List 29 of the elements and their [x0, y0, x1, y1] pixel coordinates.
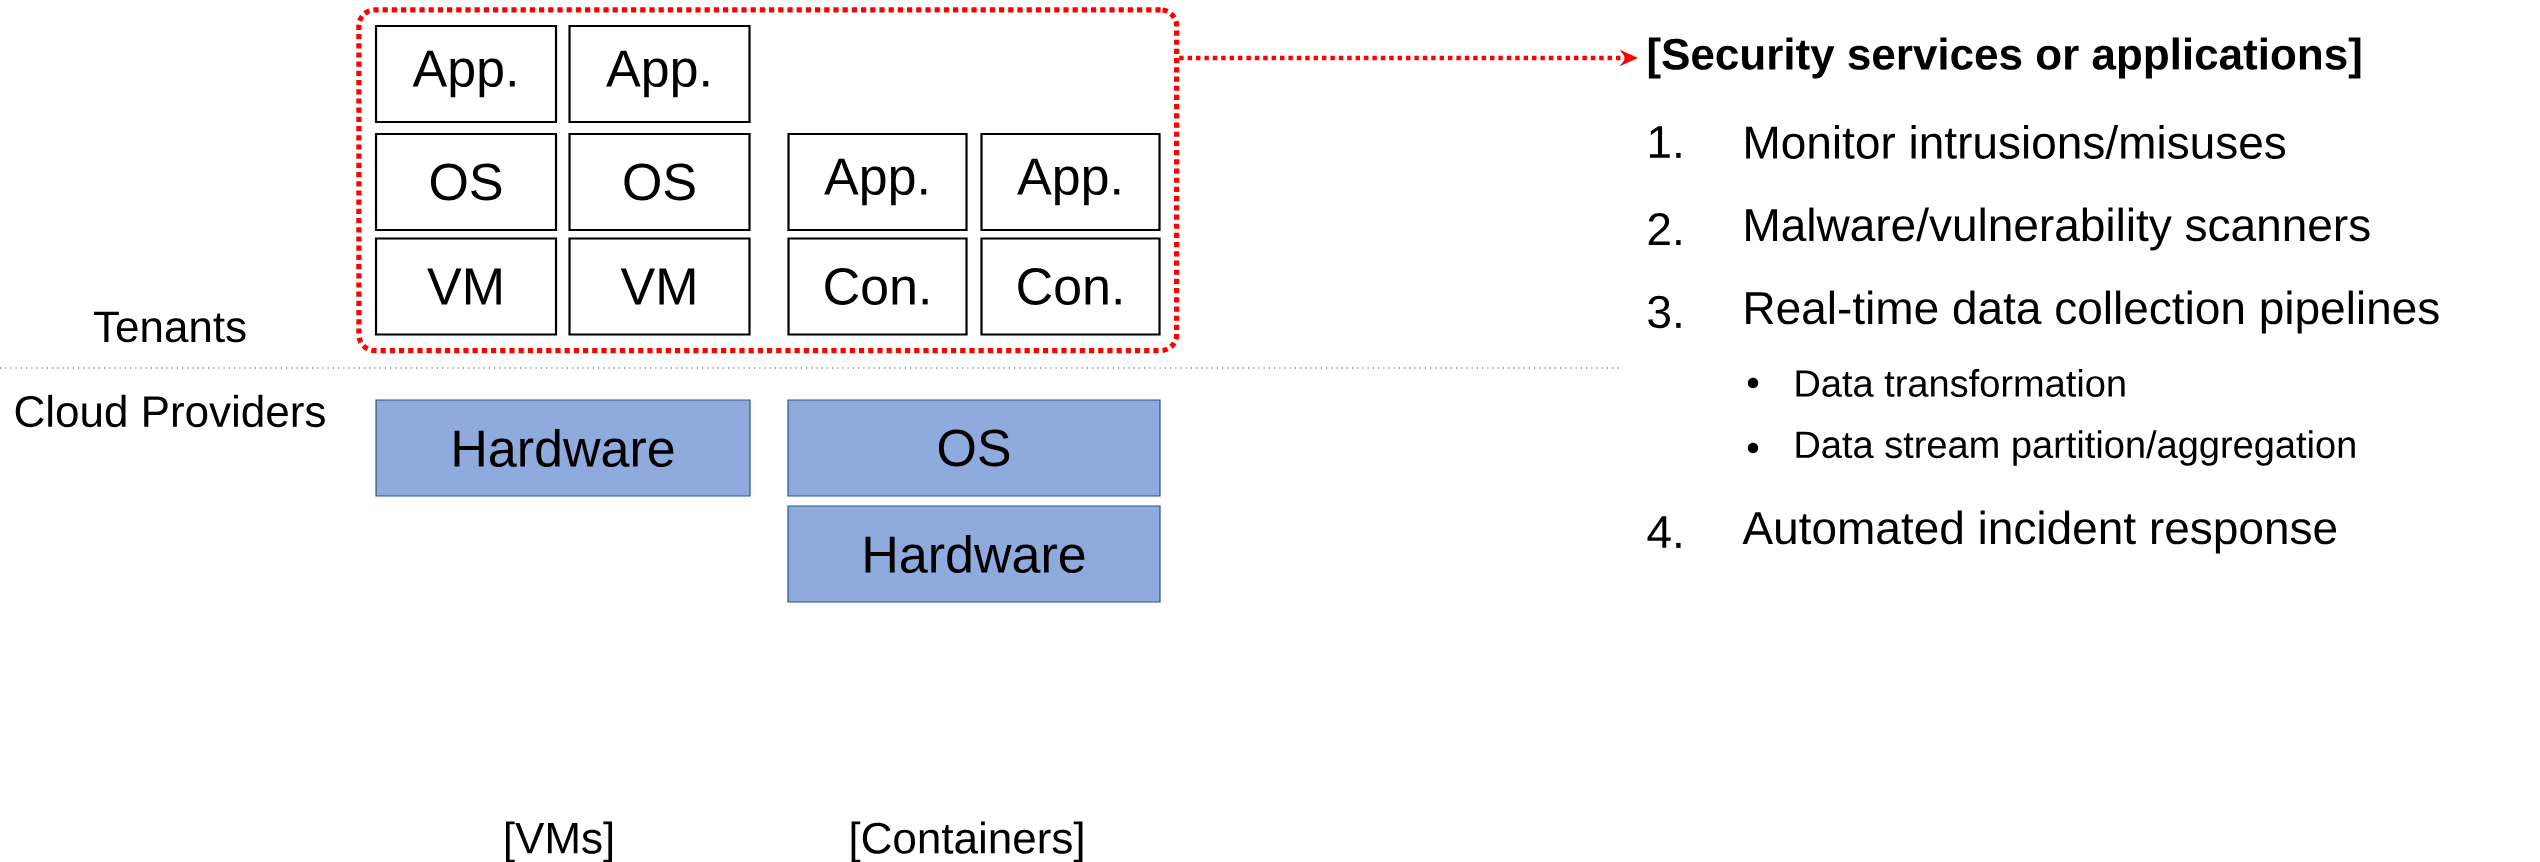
group-outline [356, 7, 1180, 354]
bullet-item: Data transformation [1796, 369, 2125, 397]
provider-box: OS [787, 399, 1161, 497]
tenant-box: Con. [980, 237, 1161, 336]
tenant-box: App. [787, 132, 968, 232]
heading-text: [Security services or applications] [1648, 37, 2361, 79]
list-item: Malware/vulnerability scanners [1746, 207, 2370, 251]
tenant-box: Con. [787, 237, 968, 336]
tenant-box: VM [568, 237, 751, 336]
list-item: Automated incident response [1742, 510, 2337, 554]
column-label: [Containers] [851, 821, 1083, 862]
list-number: 3. [1648, 295, 1681, 329]
layer-label: Cloud Providers [15, 394, 325, 428]
list-number: 1. [1649, 126, 1681, 158]
tenant-box: App. [568, 24, 751, 124]
list-number: 4. [1647, 516, 1681, 548]
tenant-box: OS [568, 132, 751, 232]
tenant-box: App. [374, 24, 558, 124]
list-item: Monitor intrusions/misuses [1746, 125, 2286, 159]
layer-label: Tenants [93, 311, 246, 343]
column-label: [VMs] [505, 821, 613, 862]
tenant-box: App. [980, 132, 1161, 232]
provider-box: Hardware [787, 505, 1161, 603]
list-item: Real-time data collection pipelines [1746, 290, 2439, 334]
bullet-item: Data stream partition/aggregation [1796, 430, 2355, 466]
list-number: 2. [1648, 212, 1681, 246]
tenant-box: VM [374, 237, 558, 336]
provider-box: Hardware [375, 399, 751, 497]
tenant-box: OS [374, 132, 558, 232]
